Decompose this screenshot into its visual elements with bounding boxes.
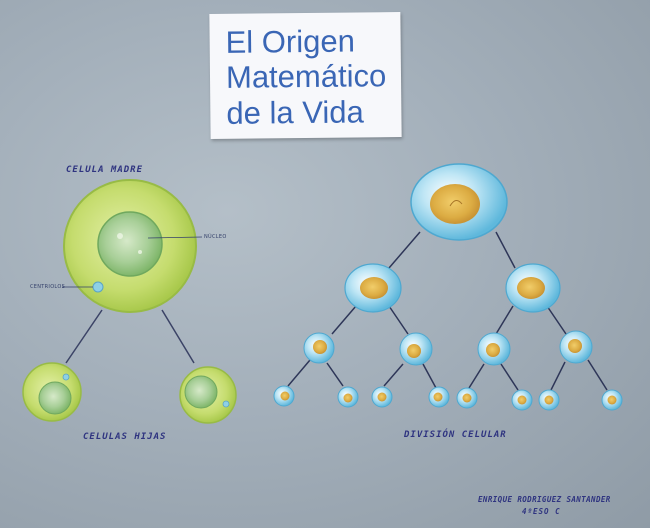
mother-cell-label: CELULA MADRE (66, 165, 144, 175)
branch-line (161, 309, 195, 364)
title-line-1: El Origen (225, 23, 356, 60)
division-label: DIVISIÓN CELULAR (404, 430, 507, 440)
division-cell-level-1 (344, 263, 402, 313)
division-cell-level-1 (505, 263, 561, 313)
division-tree-lines (287, 231, 608, 391)
title-line-2: Matemático (225, 58, 387, 95)
division-cell-level-3 (371, 386, 393, 408)
division-cell-level-2 (477, 332, 511, 366)
division-cell-level-3 (511, 389, 533, 411)
division-cell-level-3 (456, 387, 478, 409)
division-cell-level-3 (428, 386, 450, 408)
division-cell-level-3 (538, 389, 560, 411)
title-line-3: de la Vida (226, 94, 364, 131)
centrioles-label: CENTRIOLOS (30, 284, 66, 290)
daughter-cell-left (22, 362, 82, 422)
author-class: 4ºESO C (522, 507, 561, 516)
division-cell-level-3 (337, 386, 359, 408)
daughter-cells-label: CELULAS HIJAS (83, 432, 167, 442)
nucleus-label: NÚCLEO (204, 234, 227, 240)
division-cell-level-0 (410, 163, 508, 241)
author-name: ENRIQUE RODRIGUEZ SANTANDER (478, 495, 611, 504)
division-cell-level-3 (273, 385, 295, 407)
title-card: El Origen Matemático de la Vida (209, 12, 402, 139)
division-cell-level-2 (399, 332, 433, 366)
daughter-cell-right (179, 366, 237, 424)
division-cell-level-2 (559, 330, 593, 364)
division-cell-level-3 (601, 389, 623, 411)
mother-cell (62, 179, 203, 313)
division-cell-level-2 (303, 332, 335, 364)
branch-line (65, 309, 103, 364)
